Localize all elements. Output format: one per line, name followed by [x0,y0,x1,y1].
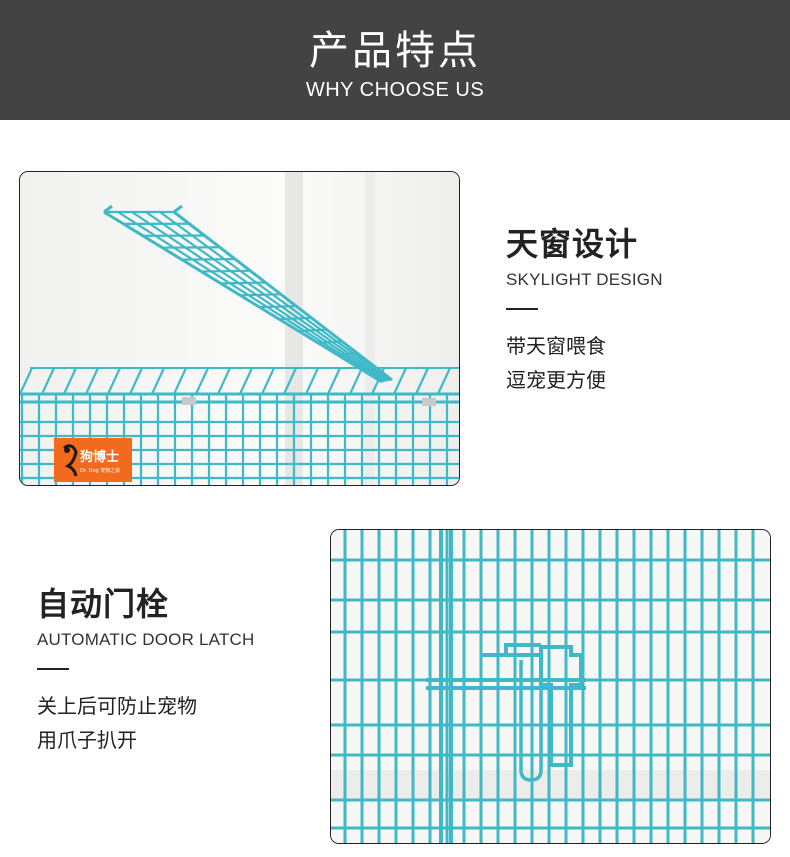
skylight-cage-illustration: 狗博士 Dr. Dog 宠物之家 [20,172,459,485]
skylight-photo: 狗博士 Dr. Dog 宠物之家 [19,171,460,486]
door-latch-photo [330,529,771,844]
feature-subtitle: SKYLIGHT DESIGN [506,270,663,289]
feature-skylight: 天窗设计 SKYLIGHT DESIGN 带天窗喂食 逗宠更方便 [506,224,776,397]
header-title: 产品特点 [309,28,481,74]
feature-subtitle: AUTOMATIC DOOR LATCH [37,630,255,649]
feature-description-line: 关上后可防止宠物 [37,694,197,718]
brand-badge-tagline: Dr. Dog 宠物之家 [80,467,120,474]
feature-description: 关上后可防止宠物 用爪子扒开 [37,689,317,757]
feature-door-latch: 自动门栓 AUTOMATIC DOOR LATCH 关上后可防止宠物 用爪子扒开 [37,584,317,757]
feature-description: 带天窗喂食 逗宠更方便 [506,329,776,397]
feature-description-line: 逗宠更方便 [506,368,606,392]
header-subtitle: WHY CHOOSE US [305,79,485,101]
divider-dash [506,308,538,310]
header-banner: 产品特点 WHY CHOOSE US [0,0,790,120]
brand-badge-name: 狗博士 [80,449,119,465]
divider-dash [37,668,69,670]
feature-description-line: 用爪子扒开 [37,728,137,752]
feature-title: 天窗设计 [506,225,639,263]
feature-title: 自动门栓 [37,585,170,623]
brand-badge: 狗博士 Dr. Dog 宠物之家 [54,438,132,482]
door-latch-cage-illustration [331,530,770,843]
feature-description-line: 带天窗喂食 [506,334,606,358]
